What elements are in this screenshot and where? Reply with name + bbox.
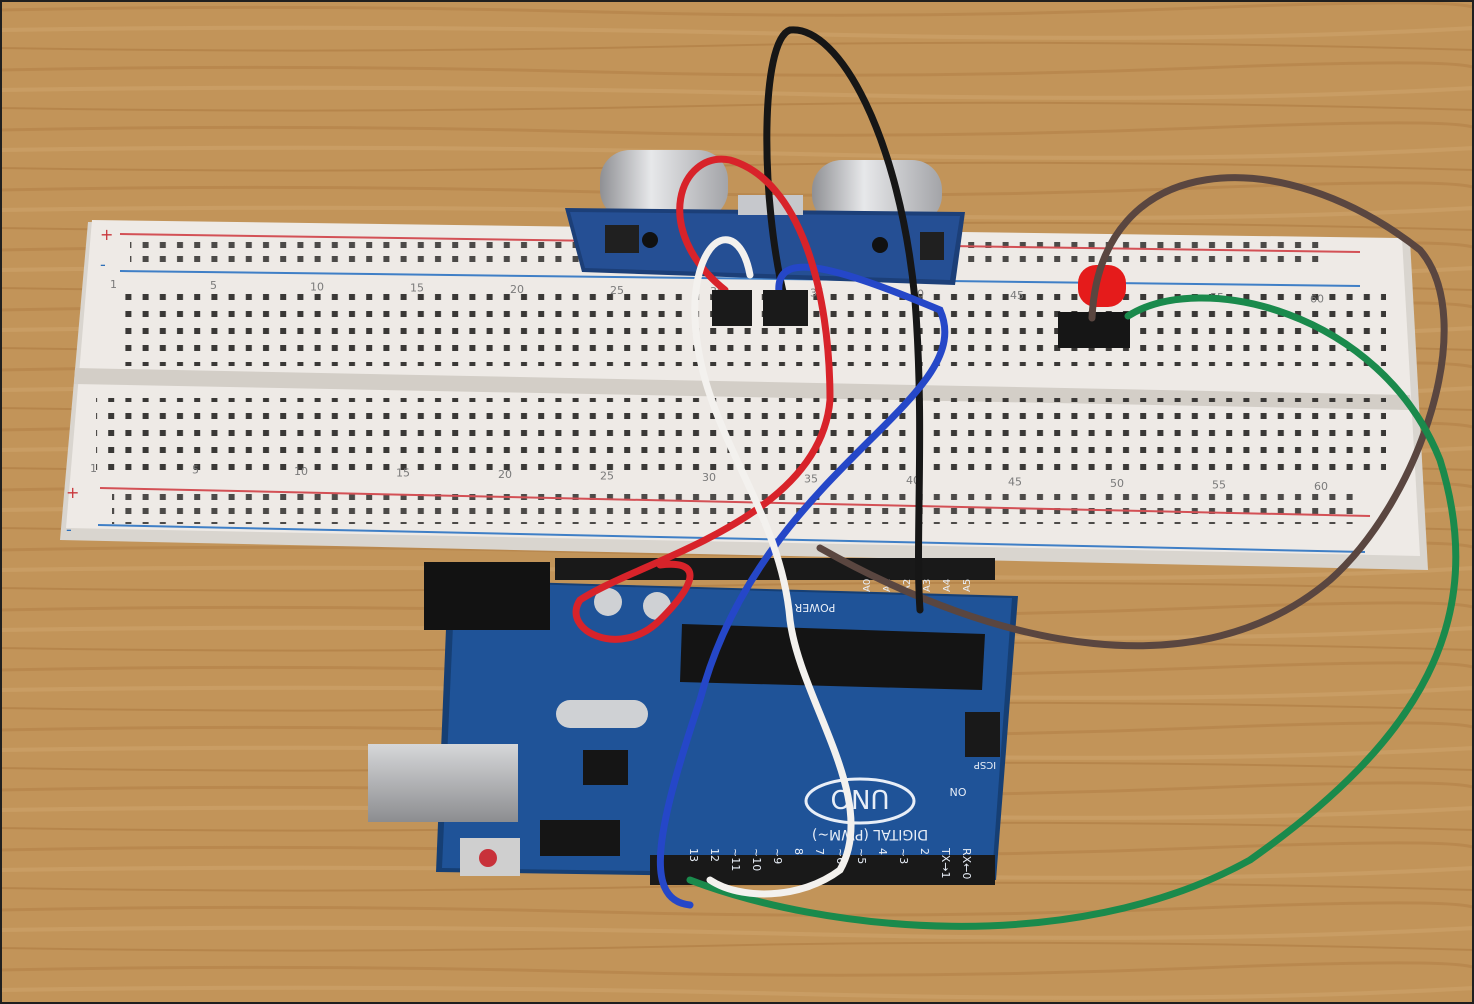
- on-label: ON: [950, 785, 967, 798]
- breadboard-column-number: 1: [110, 278, 117, 291]
- digital-pin-label: ~5: [855, 848, 868, 864]
- breadboard-column-number: 25: [600, 470, 614, 483]
- jumper-wires: [572, 26, 1460, 930]
- breadboard-column-number: 60: [1310, 292, 1324, 305]
- analog-pin-label: A3: [922, 579, 933, 592]
- breadboard-column-number: 1: [90, 462, 97, 475]
- digital-pin-label: 2: [918, 848, 931, 855]
- usb-connector: [368, 744, 518, 822]
- digital-pin-label: ~9: [771, 848, 784, 864]
- analog-pin-label: A0: [862, 579, 873, 592]
- digital-pin-label: ~3: [897, 848, 910, 864]
- digital-pin-label: 4: [876, 848, 889, 855]
- analog-pin-label: A2: [902, 579, 913, 592]
- breadboard-column-number: 5: [210, 279, 217, 292]
- rail-plus-bottom: +: [66, 483, 79, 502]
- breadboard-column-number: 20: [510, 283, 524, 296]
- breadboard-column-number: 50: [1110, 477, 1124, 490]
- wire-green: [686, 294, 1460, 930]
- uno-logo: UNO: [831, 783, 890, 813]
- breadboard-column-number: 15: [410, 282, 424, 295]
- red-led: [1058, 265, 1130, 348]
- rail-plus-top: +: [100, 225, 113, 244]
- digital-pin-label: 7: [813, 848, 826, 855]
- wire-white: [691, 236, 855, 898]
- arduino-uno-board: UNO DIGITAL (PWM~) POWER ON ICSP 13 12 ~11…: [368, 558, 1018, 885]
- digital-pin-label: 8: [792, 848, 805, 855]
- breadboard-column-number: 45: [1008, 476, 1022, 489]
- digital-pin-label: TX→1: [939, 847, 952, 878]
- digital-pin-label: 13: [687, 848, 700, 862]
- digital-pin-label: 12: [708, 848, 721, 862]
- ultrasonic-sensor: [565, 150, 965, 285]
- breadboard-column-number: 15: [396, 467, 410, 480]
- rail-minus-top: -: [100, 255, 106, 274]
- digital-pin-label: ~10: [750, 848, 763, 871]
- digital-label: DIGITAL (PWM~): [812, 826, 928, 842]
- breadboard-column-number: 55: [1212, 479, 1226, 492]
- analog-pin-label: A5: [962, 579, 973, 592]
- digital-pin-label: ~11: [729, 848, 742, 871]
- breadboard-column-number: 10: [310, 280, 324, 293]
- breadboard-column-number: 35: [804, 473, 818, 486]
- breadboard-column-number: 5: [192, 464, 199, 477]
- icsp-label: ICSP: [974, 759, 996, 770]
- breadboard-column-number: 45: [1010, 289, 1024, 302]
- reset-button: [479, 849, 497, 867]
- breadboard-column-number: 30: [702, 471, 716, 484]
- breadboard-column-number: 10: [294, 465, 308, 478]
- breadboard-column-number: 60: [1314, 480, 1328, 493]
- power-label: POWER: [794, 601, 835, 614]
- wire-blue: [656, 263, 949, 909]
- digital-pin-label: RX←0: [960, 848, 973, 879]
- wire-red: [572, 155, 834, 643]
- rail-minus-bottom: -: [66, 520, 72, 539]
- analog-pin-label: A4: [942, 579, 953, 592]
- breadboard-column-number: 25: [610, 284, 624, 297]
- breadboard-column-number: 20: [498, 468, 512, 481]
- wire-black: [763, 26, 924, 614]
